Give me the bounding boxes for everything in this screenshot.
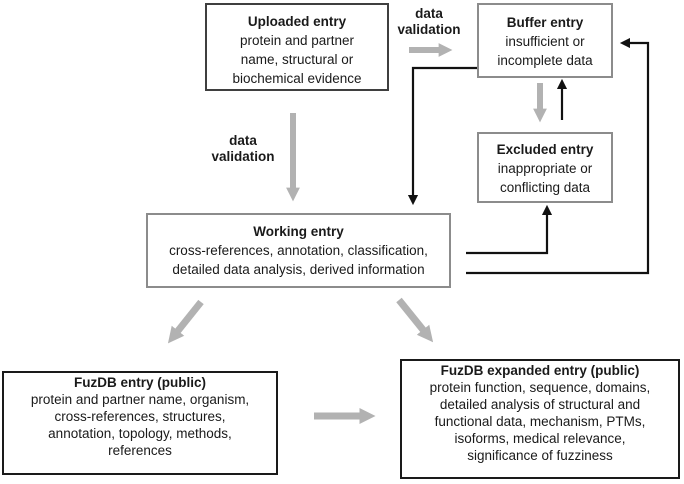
box-working-entry: Working entry cross-references, annotati… [146, 213, 451, 288]
box-title: Excluded entry [496, 142, 594, 157]
arrow-working-to-fuzdb-expanded [396, 297, 434, 343]
box-body: protein and partner name, organism, cros… [30, 392, 250, 458]
box-title: Working entry [253, 224, 344, 239]
box-fuzdb-entry: FuzDB entry (public) protein and partner… [2, 371, 278, 475]
arrow-buffer-to-working [407, 66, 477, 206]
box-buffer-entry: Buffer entry insufficient or incomplete … [477, 3, 613, 78]
box-body: insufficient or incomplete data [497, 34, 593, 68]
box-uploaded-entry: Uploaded entry protein and partner name,… [205, 3, 389, 91]
label-data-validation-left: data validation [211, 133, 275, 164]
arrow-working-to-fuzdb [167, 299, 204, 344]
box-title: FuzDB expanded entry (public) [440, 363, 640, 378]
box-fuzdb-expanded-entry: FuzDB expanded entry (public) protein fu… [400, 359, 680, 479]
box-title: Uploaded entry [247, 14, 347, 29]
box-excluded-entry: Excluded entry inappropriate or conflict… [477, 132, 613, 203]
box-title: FuzDB entry (public) [74, 375, 206, 390]
arrow-working-to-excluded [466, 204, 553, 255]
box-body: inappropriate or conflicting data [497, 161, 593, 195]
label-data-validation-top: data validation [397, 6, 461, 37]
box-body: protein function, sequence, domains, det… [429, 380, 651, 463]
box-title: Buffer entry [506, 15, 584, 30]
box-body: cross-references, annotation, classifica… [169, 243, 428, 277]
box-body: protein and partner name, structural or … [232, 33, 362, 86]
